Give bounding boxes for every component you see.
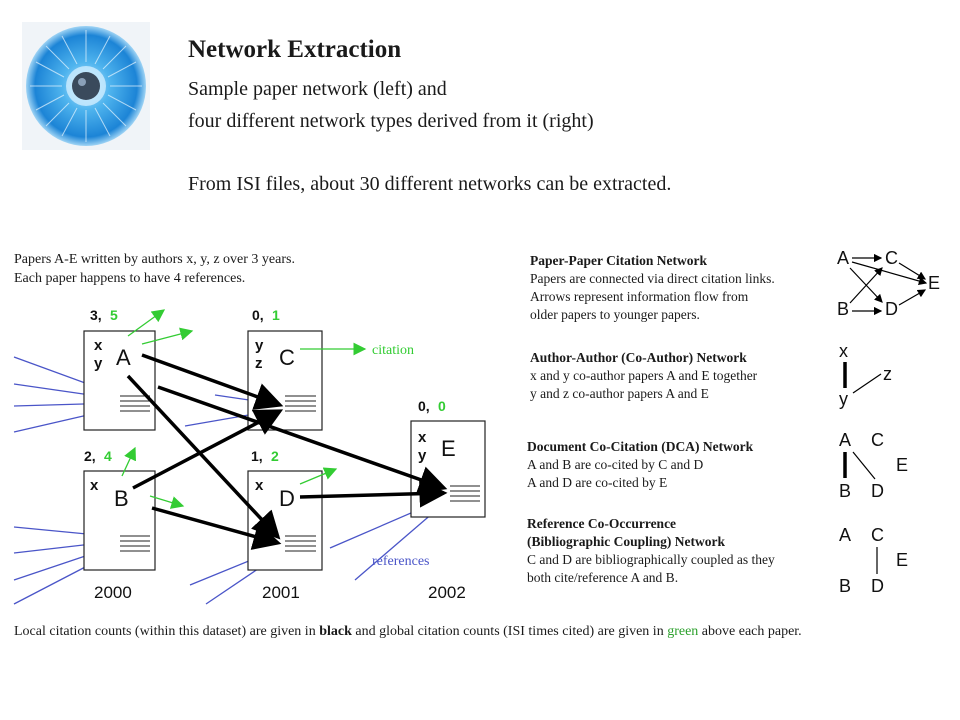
section-heading: Reference Co-Occurrence (527, 516, 677, 531)
paper-B-box (83, 470, 156, 571)
section-line: A and D are co-cited by E (527, 475, 668, 490)
subtitle-line-3: From ISI files, about 30 different netwo… (188, 173, 672, 195)
section-heading-2: (Bibliographic Coupling) Network (527, 534, 726, 549)
citation-arrow-A-D (126, 374, 281, 540)
mini-ppc-B: B (837, 299, 849, 319)
footer-part-2: and global citation counts (ISI times ci… (351, 624, 668, 639)
paper-E-global-count: 0 (438, 398, 446, 414)
green-arrow (127, 309, 166, 337)
paper-C-local-count: 0, (252, 307, 264, 323)
footer-green-word: green (667, 624, 699, 639)
mini-dca-C: C (871, 430, 884, 450)
green-arrow (149, 495, 185, 509)
section-line: A and B are co-cited by C and D (527, 457, 704, 472)
paper-A-local-count: 3, (90, 307, 102, 323)
paper-C-author-2: z (255, 355, 263, 372)
mini-bc-D: D (871, 576, 884, 596)
footer-part-3: above each paper. (698, 624, 802, 639)
section-line: older papers to younger papers. (530, 307, 700, 322)
paper-D-author-1: x (255, 477, 264, 494)
year-2001: 2001 (262, 583, 300, 602)
mini-dca-A: A (839, 430, 851, 450)
intro-line-2: Each paper happens to have 4 references. (14, 271, 246, 286)
citation-arrow-A-C (141, 353, 284, 410)
mini-bc-E: E (896, 550, 908, 570)
paper-D-local-count: 1, (251, 448, 263, 464)
section-line: Papers are connected via direct citation… (530, 271, 775, 286)
references-label: references (372, 554, 430, 569)
paper-B-global-count: 4 (104, 448, 112, 464)
intro-text: Papers A-E written by authors x, y, z ov… (14, 250, 295, 288)
paper-D-label: D (279, 486, 295, 511)
section-line: Arrows represent information flow from (530, 289, 749, 304)
section-heading: Paper-Paper Citation Network (530, 253, 707, 268)
section-dca: Document Co-Citation (DCA) Network A and… (527, 438, 753, 492)
paper-C-author-1: y (255, 337, 264, 354)
paper-E-author-2: y (418, 447, 427, 464)
mini-bc-B: B (839, 576, 851, 596)
mini-ppc-E: E (928, 273, 940, 293)
subtitle-line-2: four different network types derived fro… (188, 110, 594, 132)
section-line: x and y co-author papers A and E togethe… (530, 368, 758, 383)
year-2002: 2002 (428, 583, 466, 602)
green-arrow (299, 467, 338, 485)
section-bc: Reference Co-Occurrence (Bibliographic C… (527, 515, 775, 587)
paper-E-author-1: x (418, 429, 427, 446)
paper-A-global-count: 5 (110, 307, 118, 323)
section-heading: Document Co-Citation (DCA) Network (527, 439, 754, 454)
paper-A-box (83, 330, 156, 431)
mini-citation-network: A C E B D (837, 248, 940, 319)
section-paper-citation: Paper-Paper Citation Network Papers are … (530, 252, 775, 324)
mini-bc-network: A C E B D (839, 525, 908, 596)
page-title: Network Extraction (188, 36, 402, 63)
mini-dca-D: D (871, 481, 884, 501)
citation-label: citation (372, 343, 414, 358)
paper-A-author-1: x (94, 337, 103, 354)
green-arrow (141, 327, 194, 345)
global-citation-arrows (121, 309, 367, 509)
mini-bc-A: A (839, 525, 851, 545)
paper-B-author-1: x (90, 477, 99, 494)
intro-line-1: Papers A-E written by authors x, y, z ov… (14, 252, 295, 267)
section-coauthor: Author-Author (Co-Author) Network x and … (530, 349, 757, 403)
mini-dca-E: E (896, 455, 908, 475)
citation-arrow-A-E (157, 385, 448, 494)
mini-ppc-A: A (837, 248, 849, 268)
paper-A-label: A (116, 345, 131, 370)
mini-coauthor-y: y (839, 389, 848, 409)
citation-arrow-B-D (151, 506, 282, 550)
paper-B-local-count: 2, (84, 448, 96, 464)
citation-arrow-B-C (132, 409, 284, 490)
year-2000: 2000 (94, 583, 132, 602)
mini-ppc-D: D (885, 299, 898, 319)
section-line: both cite/reference A and B. (527, 570, 679, 585)
eye-logo (22, 22, 150, 150)
citation-arrow-D-E (299, 479, 448, 508)
local-citation-arrows (126, 353, 448, 550)
paper-E-local-count: 0, (418, 398, 430, 414)
mini-bc-C: C (871, 525, 884, 545)
section-line: y and z co-author papers A and E (530, 386, 709, 401)
mini-ppc-C: C (885, 248, 898, 268)
subtitle-line-1: Sample paper network (left) and (188, 78, 447, 100)
paper-B-label: B (114, 486, 129, 511)
section-line: C and D are bibliographically coupled as… (527, 552, 775, 567)
paper-A-author-2: y (94, 355, 103, 372)
section-heading: Author-Author (Co-Author) Network (530, 350, 747, 365)
green-arrow (121, 446, 136, 477)
paper-D-global-count: 2 (271, 448, 279, 464)
footer-black-word: black (319, 624, 352, 639)
paper-E-label: E (441, 436, 456, 461)
footer-note: Local citation counts (within this datas… (14, 624, 802, 640)
paper-C-global-count: 1 (272, 307, 280, 323)
footer-part-1: Local citation counts (within this datas… (14, 624, 320, 639)
mini-dca-B: B (839, 481, 851, 501)
paper-C-label: C (279, 345, 295, 370)
mini-coauthor-x: x (839, 341, 848, 361)
mini-coauthor-network: x z y (839, 341, 892, 409)
mini-coauthor-z: z (883, 364, 892, 384)
mini-dca-network: A C E B D (839, 430, 908, 501)
